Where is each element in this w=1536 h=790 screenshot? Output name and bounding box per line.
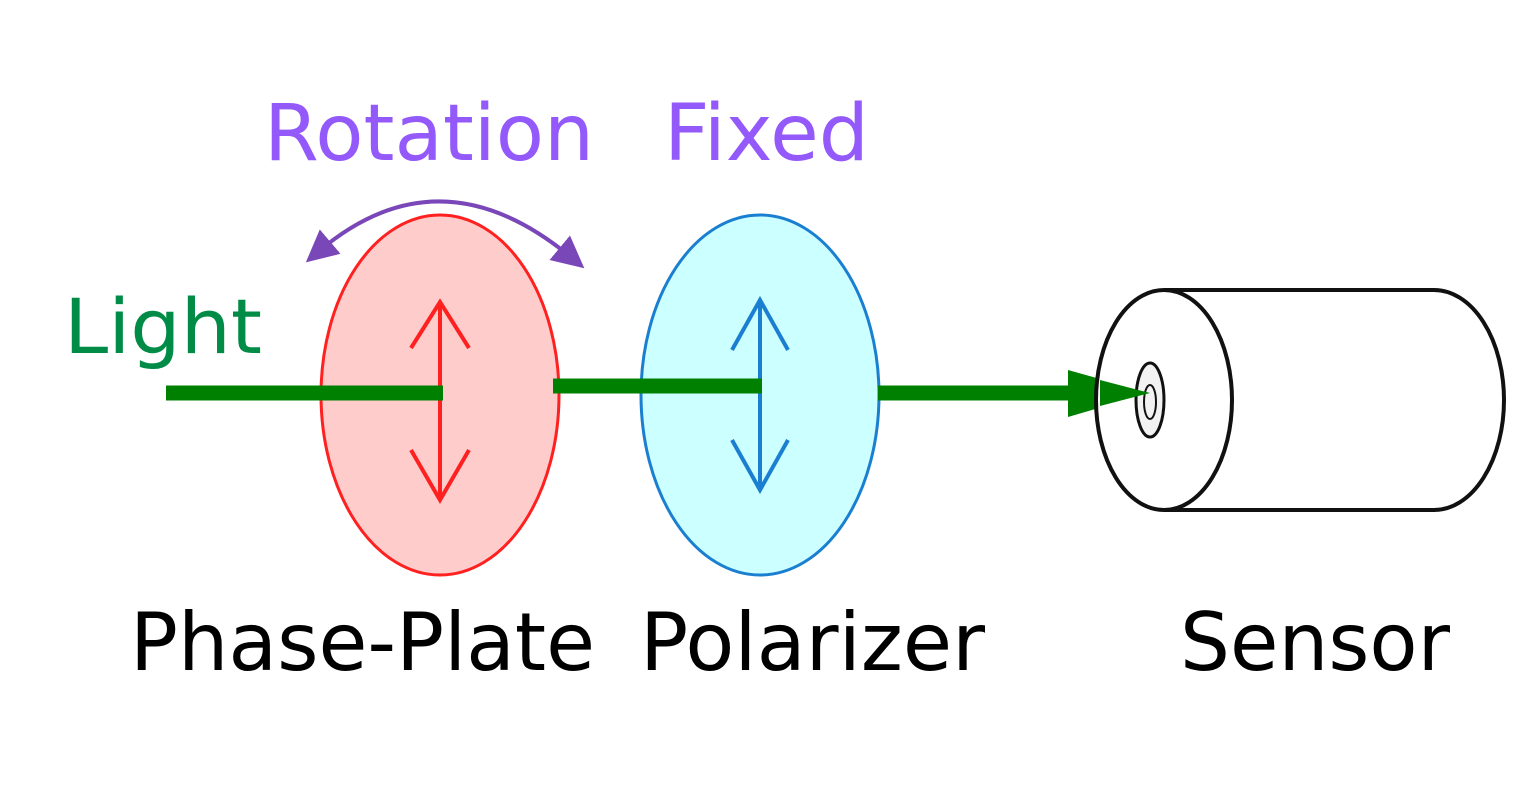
rotation-arrow-icon [305, 199, 585, 269]
sensor-body [1164, 288, 1506, 512]
fixed-label: Fixed [664, 89, 869, 179]
sensor-aperture-icon [1134, 361, 1166, 439]
polarizer [639, 213, 881, 577]
phase-plate-axis-arrow-icon [409, 298, 471, 504]
sensor [1094, 288, 1506, 512]
sensor-aperture-inner [1143, 384, 1157, 420]
rotation-label: Rotation [264, 89, 594, 179]
beam-arrow-tip [1100, 380, 1150, 406]
light-label: Light [64, 282, 262, 371]
polarizer-label: Polarizer [640, 596, 985, 689]
polarizer-axis-arrow-icon [730, 295, 790, 495]
phase-plate-label: Phase-Plate [130, 596, 595, 689]
sensor-label: Sensor [1180, 596, 1450, 689]
